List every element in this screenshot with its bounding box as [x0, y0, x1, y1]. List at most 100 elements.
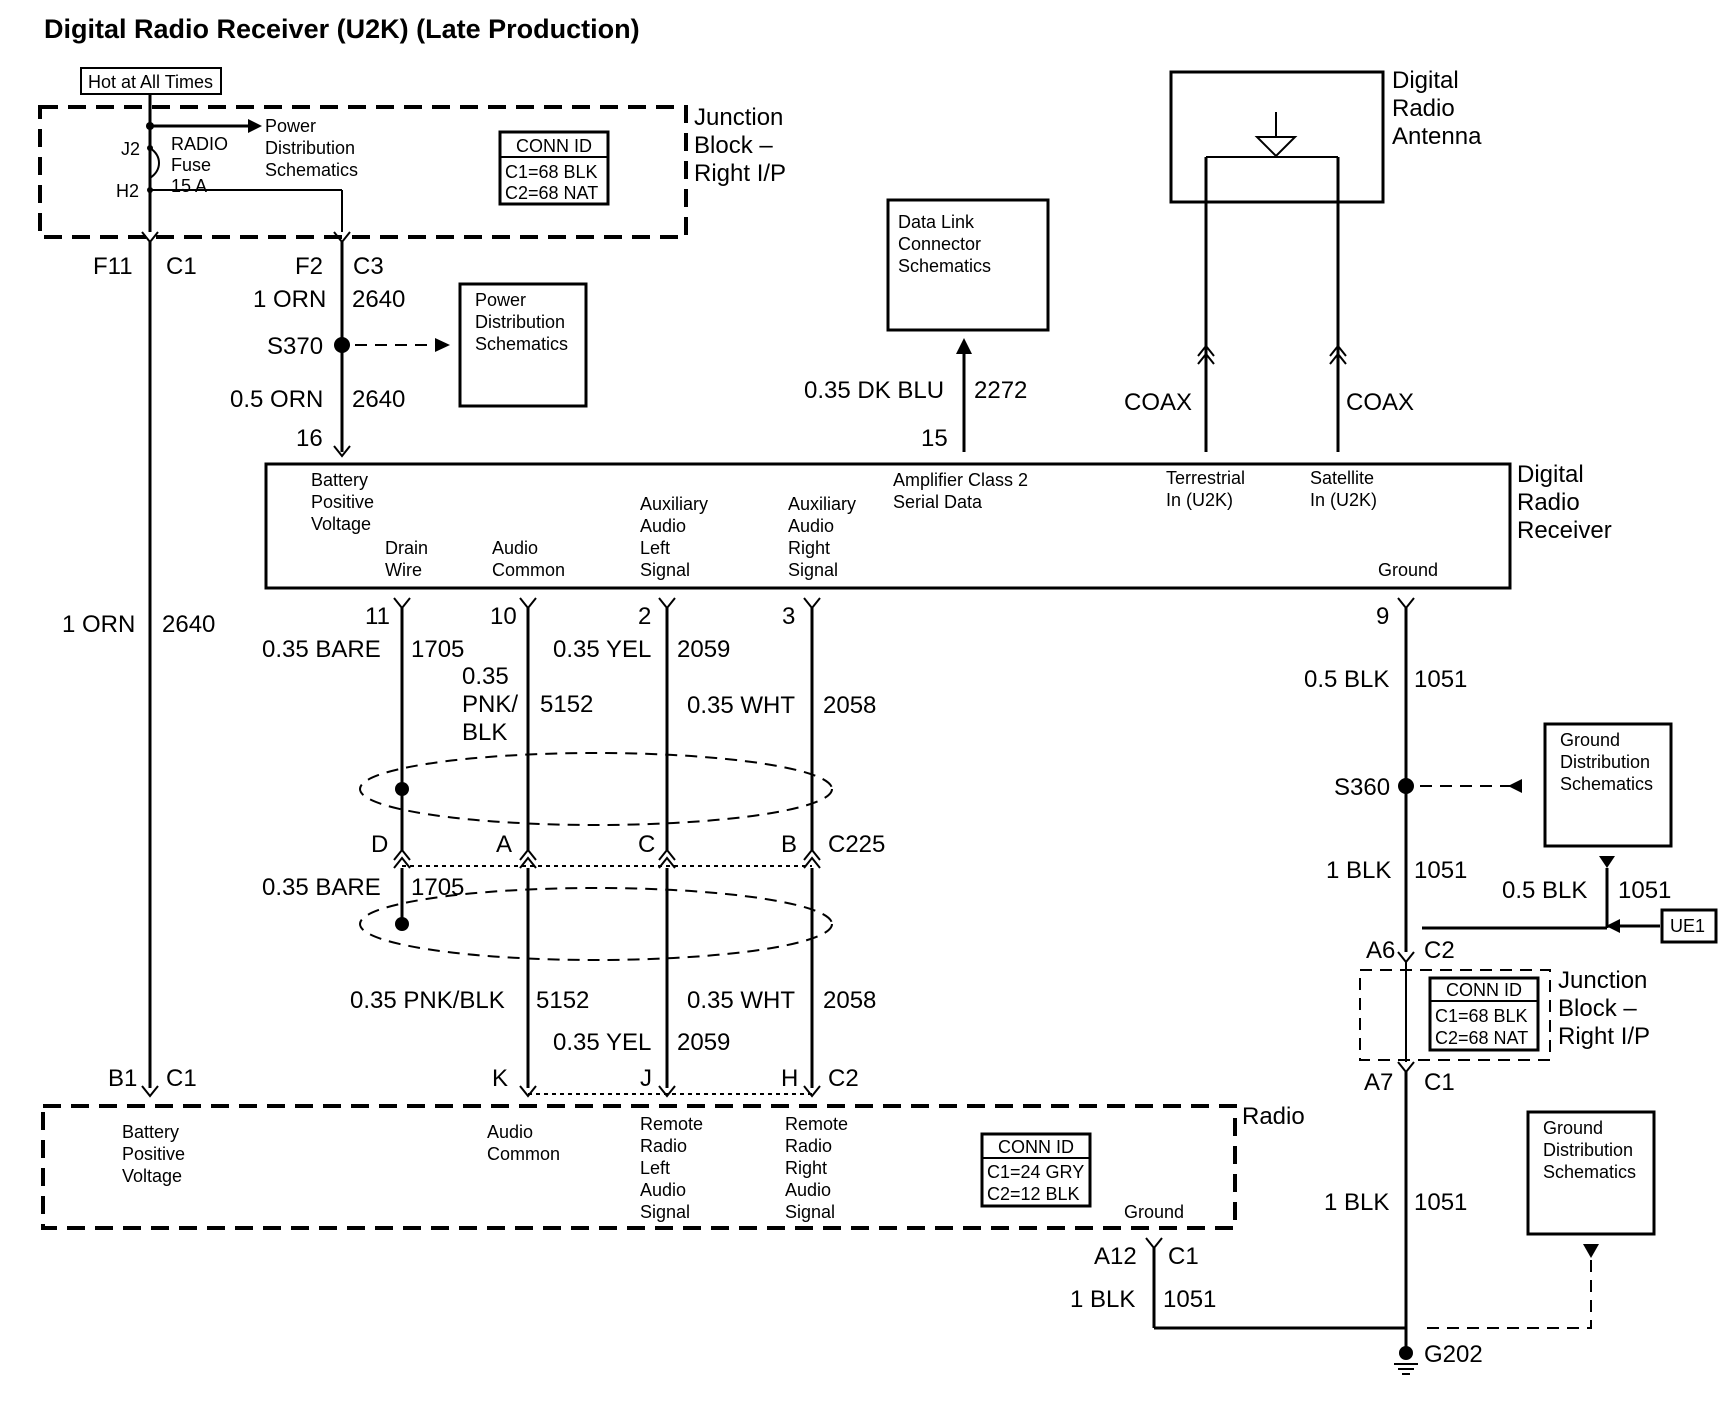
- radio-remote-right-4: Audio: [785, 1180, 831, 1200]
- fuse-terminal-j2: J2: [121, 139, 140, 159]
- wire-1orn-b-num: 2640: [162, 611, 215, 638]
- pin-a7: A7: [1364, 1069, 1393, 1096]
- wire-05orn-num: 2640: [352, 386, 405, 413]
- jb2-name-2: Block –: [1558, 995, 1637, 1022]
- pin-a: A: [496, 831, 512, 858]
- radio-remote-left-1: Remote: [640, 1114, 703, 1134]
- rx-battery-2: Positive: [311, 492, 374, 512]
- rx-amp-1: Amplifier Class 2: [893, 470, 1028, 490]
- rx-aux-left-3: Left: [640, 538, 670, 558]
- connector-2: [658, 597, 676, 610]
- wire-05orn: 0.5 ORN: [230, 386, 323, 413]
- rx-satellite-1: Satellite: [1310, 468, 1374, 488]
- pin-c: C: [638, 831, 655, 858]
- rx-aux-right-4: Signal: [788, 560, 838, 580]
- jb2-conn-id-box: [1428, 976, 1540, 1052]
- power-ref-box: [458, 282, 588, 408]
- wire-yel-a: 0.35 YEL: [553, 636, 651, 663]
- rx-drain-2: Wire: [385, 560, 422, 580]
- shield-upper: [359, 752, 833, 826]
- power-ref-1: Power: [475, 290, 526, 310]
- pin-16: 16: [296, 425, 323, 452]
- radio-name: Radio: [1242, 1103, 1305, 1130]
- conn-id-title-top: CONN ID: [516, 136, 592, 156]
- dlc-ref-2: Connector: [898, 234, 981, 254]
- wire-wht-a-num: 2058: [823, 692, 876, 719]
- connector-c225: C225: [828, 831, 885, 858]
- pin-d: D: [371, 831, 388, 858]
- c225-c: [658, 848, 676, 869]
- connector-b1: [141, 1085, 159, 1098]
- pin-3: 3: [782, 603, 795, 630]
- coax-connector-1: [1197, 344, 1215, 365]
- serial-data-arrow: [956, 338, 972, 354]
- pin-f2-c3: C3: [353, 253, 384, 280]
- splice-s370-label: S370: [267, 333, 323, 360]
- rx-aux-left-4: Signal: [640, 560, 690, 580]
- wire-bare-a-num: 1705: [411, 636, 464, 663]
- pin-f11: F11: [93, 253, 133, 280]
- shield-lower-node: [395, 917, 409, 931]
- rx-amp-2: Serial Data: [893, 492, 983, 512]
- rx-terrestrial-2: In (U2K): [1166, 490, 1233, 510]
- connector-j: [658, 1085, 676, 1098]
- wire-1orn-b: 1 ORN: [62, 611, 135, 638]
- ground-ref-box: [1543, 722, 1673, 848]
- rx-audio-common-1: Audio: [492, 538, 538, 558]
- wire-pnkblk-a-2: PNK/: [462, 691, 518, 718]
- radio-battery-1: Battery: [122, 1122, 179, 1142]
- ground-g202-label: G202: [1424, 1341, 1483, 1368]
- s360-ref-arrow: [1508, 779, 1522, 793]
- wire-yel-b: 0.35 YEL: [553, 1029, 651, 1056]
- connector-a6: [1397, 951, 1415, 964]
- jb-power-ref-2: Distribution: [265, 138, 355, 158]
- radio-remote-left-2: Radio: [640, 1136, 687, 1156]
- radio-battery-2: Positive: [122, 1144, 185, 1164]
- ground-ref-box-2: [1526, 1110, 1656, 1236]
- wire-blk1-a: 1 BLK: [1326, 857, 1391, 884]
- pin-h: H: [781, 1065, 798, 1092]
- ue1-arrow: [1606, 919, 1620, 933]
- antenna-name-1: Digital: [1392, 67, 1459, 94]
- s370-ref-arrow: [435, 338, 450, 352]
- splice-s360-label: S360: [1334, 774, 1390, 801]
- radio-remote-left-3: Left: [640, 1158, 670, 1178]
- c225-d: [393, 848, 411, 869]
- c225-a: [519, 848, 537, 869]
- radio-remote-right-5: Signal: [785, 1202, 835, 1222]
- shield-lower: [359, 887, 833, 961]
- rx-battery-1: Battery: [311, 470, 368, 490]
- ground-ref-out-arrow: [1599, 856, 1615, 868]
- ground-ref2-1: Ground: [1543, 1118, 1603, 1138]
- ue1-box: [1660, 908, 1718, 944]
- fuse-dot-top: [147, 145, 153, 151]
- wire-dkblu: 0.35 DK BLU: [804, 377, 944, 404]
- fuse-label-1: RADIO: [171, 134, 228, 154]
- pin-h-c2: C2: [828, 1065, 859, 1092]
- radio-conn-id-box: [980, 1132, 1092, 1208]
- radio-conn-id-title: CONN ID: [998, 1137, 1074, 1157]
- pin-9: 9: [1376, 603, 1389, 630]
- ground-ref2-arrow: [1583, 1244, 1599, 1258]
- receiver-name-3: Receiver: [1517, 517, 1612, 544]
- c225-b: [803, 848, 821, 869]
- wire-pnkblk-b-num: 5152: [536, 987, 589, 1014]
- shield-upper-node: [395, 782, 409, 796]
- radio-conn-id-c1: C1=24 GRY: [987, 1162, 1084, 1182]
- jb2-name-3: Right I/P: [1558, 1023, 1650, 1050]
- ground-ref2-line: [1424, 1260, 1592, 1329]
- pin-2: 2: [638, 603, 651, 630]
- wire-bare-b-num: 1705: [411, 874, 464, 901]
- rx-terrestrial-1: Terrestrial: [1166, 468, 1245, 488]
- radio-audio-common-1: Audio: [487, 1122, 533, 1142]
- connector-a12: [1145, 1237, 1163, 1250]
- pin-b1-c1: C1: [166, 1065, 197, 1092]
- power-ref-2: Distribution: [475, 312, 565, 332]
- jb2-conn-id-c1: C1=68 BLK: [1435, 1006, 1528, 1026]
- wire-pnkblk-a-1: 0.35: [462, 663, 509, 690]
- connector-11: [393, 597, 411, 610]
- wire-wht-b: 0.35 WHT: [687, 987, 795, 1014]
- wire-blk1-b: 1 BLK: [1324, 1189, 1389, 1216]
- pin-11: 11: [365, 603, 390, 630]
- wire-bare-a: 0.35 BARE: [262, 636, 381, 663]
